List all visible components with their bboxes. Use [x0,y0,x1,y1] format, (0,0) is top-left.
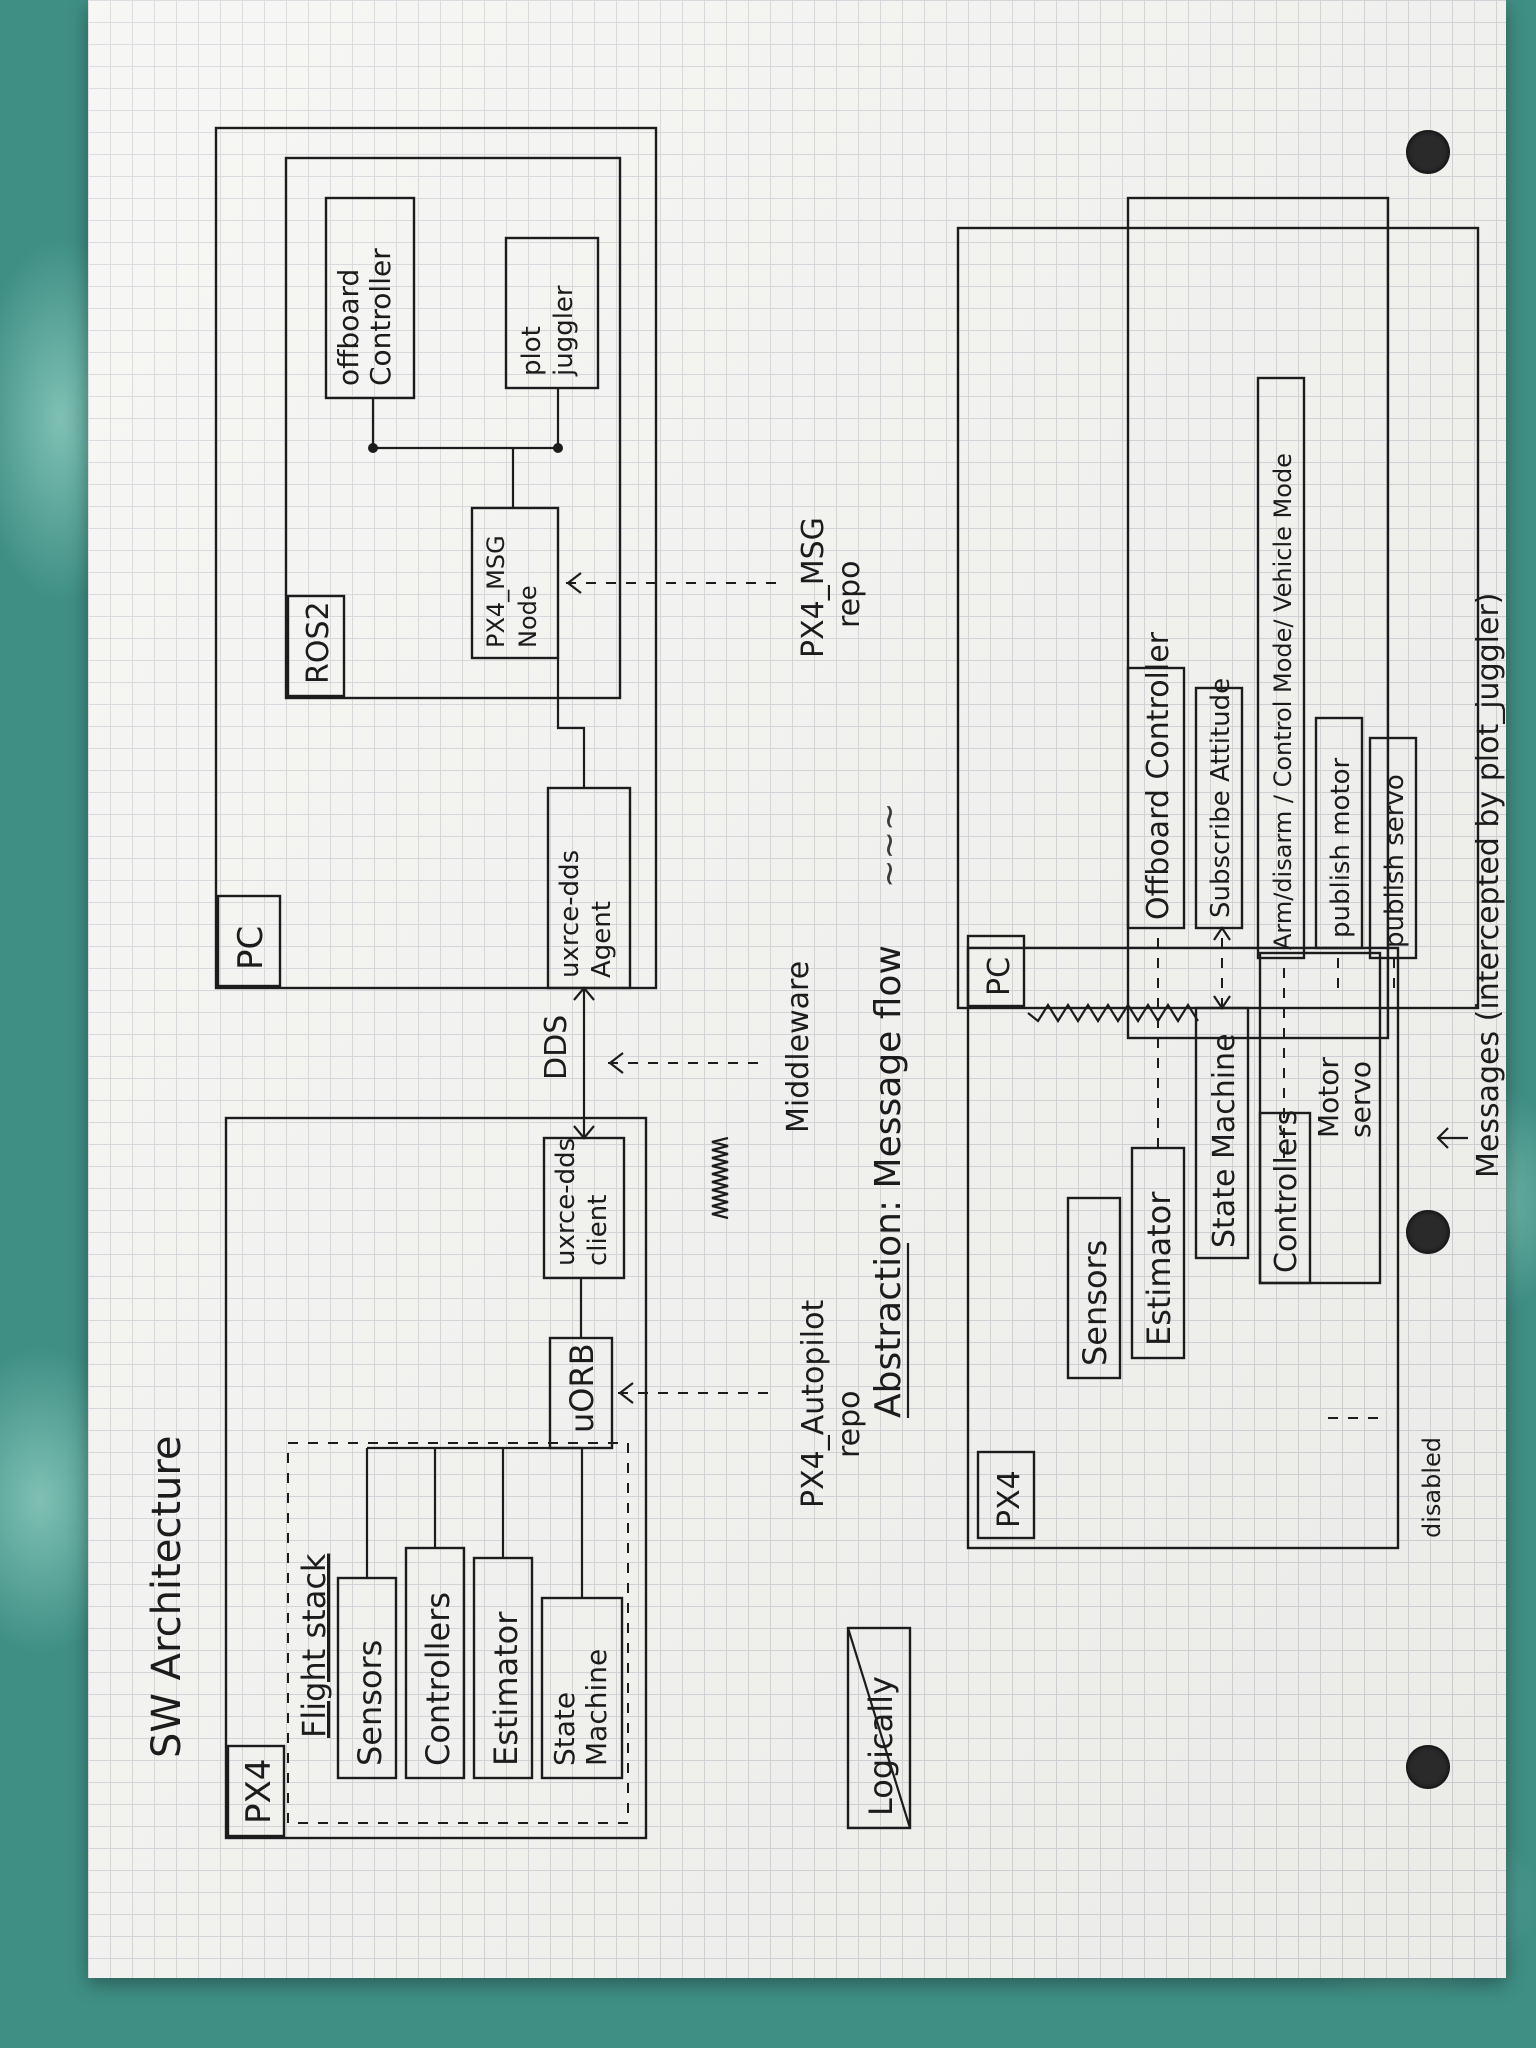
b-state-machine-label: State Machine [1207,1033,1242,1248]
client-label-line: uxrce-dds [551,1138,581,1266]
subscribe-attitude-label: Subscribe Attitude [1206,678,1236,918]
abstraction-heading: Abstraction: Message flow [868,945,909,1418]
px4-box [224,1116,648,1840]
punch-hole [1406,1210,1450,1254]
dds-label: DDS [539,1015,574,1080]
logically-box [846,1626,912,1830]
px4-msg-repo-arrow [566,572,582,594]
px4-bottom-label: PX4 [992,1470,1027,1528]
offboard-box [324,196,416,400]
px4-msg-node-label-line: PX4_MSG [482,535,510,648]
b-servo-label: servo [1344,1061,1377,1138]
uorb-label: uORB [563,1343,601,1433]
rotated-sheet: SW Architecture PX4 Flight stack Sensors… [144,126,1506,1840]
message-flow-lines [1157,928,1395,1158]
ros2-label: ROS2 [301,601,336,684]
controllers-label: Controllers [419,1592,457,1766]
agent-box [546,786,632,990]
pc-label-box [216,894,282,988]
b-estimator-label: Estimator [1140,1191,1178,1346]
punch-hole [1406,130,1450,174]
agent-label: uxrce-dds Agent [555,842,617,978]
px4-msg-repo-label: PX4_MSG repo [796,508,867,658]
flight-stack-label: Flight stack [295,1553,333,1738]
px4-bottom-label-box [976,1450,1036,1540]
px4-label: PX4 [239,1759,279,1824]
ros2-label-box [286,594,346,698]
pc-label: PC [231,926,271,970]
px4-repo-label-line: repo [832,1390,867,1458]
offboard-label-line: Controller [364,248,397,386]
module-bus-lines [365,1446,584,1598]
ros2-box [284,156,622,700]
px4-msg-repo-label-line: PX4_MSG [796,517,831,658]
crossed-word-scribble: ~~~ [869,803,909,888]
state-machine-label-line: Machine [580,1649,613,1766]
dds-arrowhead-left [573,1125,595,1140]
publish-motor-label: publish motor [1326,757,1356,938]
arm-disarm-label: Arm/disarm / Control Mode/ Vehicle Mode [1269,453,1297,950]
state-machine-label: State Machine [548,1649,613,1766]
messages-arrow [1436,1127,1468,1149]
px4-repo-arrow [618,1382,634,1404]
px4-repo-label-line: PX4_Autopilot [796,1300,831,1508]
px4-repo-label: PX4_Autopilot repo [796,1290,867,1508]
px4-bottom-box [966,946,1400,1550]
subscribe-attitude-box [1194,686,1244,930]
px4-msg-repo-label-line: repo [832,560,867,628]
px4-msg-node-label-line: Node [514,585,542,648]
logically-label: Logically [862,1676,900,1816]
agent-label-line: Agent [587,901,617,978]
plot-juggler-label: plot juggler [517,285,579,377]
offboard-label-line: offboard [332,269,365,386]
sensors-label: Sensors [351,1640,389,1766]
plot-juggler-box [504,236,600,390]
message-flow-arrow [1213,995,1231,1010]
middleware-label: Middleware [781,961,816,1133]
message-flow-arrow [1213,926,1231,941]
logically-strike [846,1627,912,1829]
px4-msg-node-box [470,506,560,660]
publish-motor-box [1314,716,1364,950]
b-sensors-box [1066,1196,1122,1380]
b-motor-label: Motor [1312,1057,1345,1138]
plot-juggler-label-line: plot [517,326,547,376]
px4-pc-divider [1027,1002,1199,1024]
client-label-line: client [583,1195,613,1266]
b-offboard-box [1126,196,1390,1040]
agent-node-line [556,658,586,788]
pc-bottom-label: PC [982,957,1017,996]
publish-servo-label: publish servo [1380,774,1410,948]
b-controllers-label: Controllers [1269,1110,1304,1273]
node-controller-bus [371,388,560,508]
arm-disarm-box [1256,376,1306,960]
bus-junction [368,443,378,453]
pc-bottom-label-box [966,934,1026,1008]
flight-stack-box [287,1442,629,1824]
b-offboard-label: Offboard Controller [1141,631,1176,920]
px4-msg-node-label: PX4_MSG Node [482,528,542,648]
px4-label-box [226,1744,286,1838]
bus-junction [553,443,563,453]
messages-note: Messages (intercepted by plot_juggler) [1471,593,1506,1178]
estimator-label: Estimator [487,1611,525,1766]
offboard-label: offboard Controller [332,248,397,386]
client-label: uxrce-dds client [551,1130,613,1266]
notebook-page: SW Architecture PX4 Flight stack Sensors… [88,0,1506,1978]
middleware-arrow [608,1052,624,1074]
client-scribble [711,1136,729,1220]
punch-hole [1406,1745,1450,1789]
b-sensors-label: Sensors [1076,1240,1114,1366]
plot-juggler-label-line: juggler [549,285,579,377]
page-title: SW Architecture [144,1435,190,1758]
disabled-label: disabled [1418,1437,1446,1538]
pc-box [214,126,658,990]
architecture-diagram: SW Architecture PX4 Flight stack Sensors… [144,126,1506,1840]
agent-label-line: uxrce-dds [555,850,585,978]
b-offboard-label-box [1126,666,1186,930]
pc-bottom-box [956,226,1480,1010]
state-machine-label-line: State [548,1692,581,1766]
